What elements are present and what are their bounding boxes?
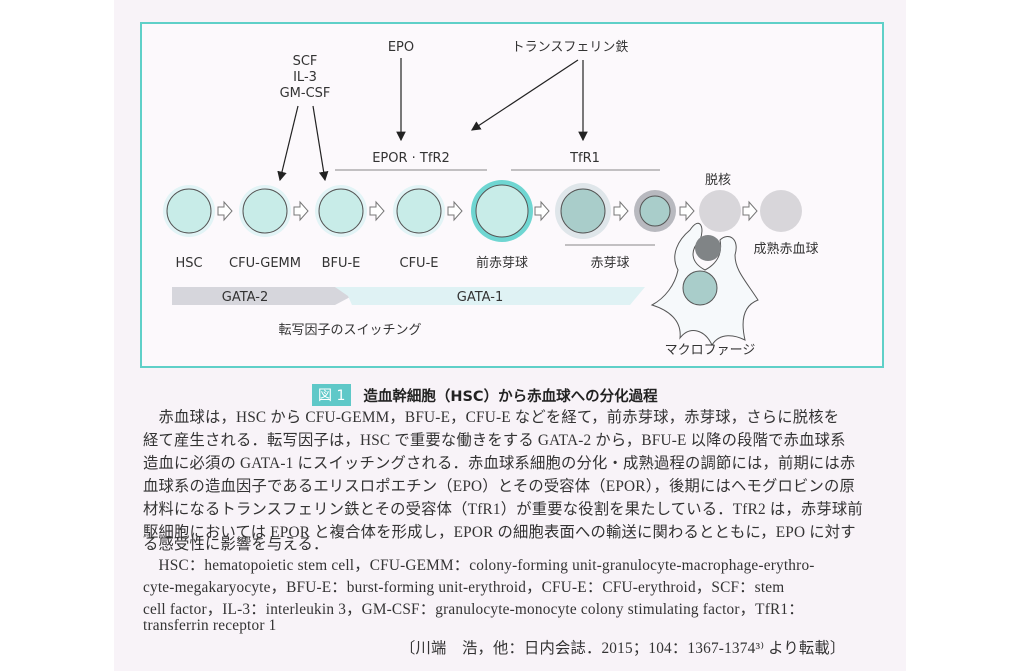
body-line: 材料になるトランスフェリン鉄とその受容体（TfR1）が重要な役割を果たしている．…: [143, 501, 863, 518]
label-macrophage: マクロファージ: [665, 343, 756, 358]
label-bfu-e: BFU-E: [322, 256, 361, 271]
macrophage-nucleus: [682, 270, 718, 306]
extruded-nucleus: [695, 235, 721, 261]
arrow-factor-bfue: [312, 105, 329, 182]
label-epo: EPO: [388, 40, 414, 55]
label-hsc: HSC: [175, 256, 202, 271]
body-line: 赤血球は，HSC から CFU-GEMM，BFU-E，CFU-E などを経て，前…: [143, 409, 840, 426]
label-gata2: GATA-2: [222, 290, 268, 305]
cells: [163, 180, 802, 242]
cell-proerythroblast: [475, 184, 529, 238]
label-transferrin: トランスフェリン鉄: [512, 40, 629, 55]
body-line: 造血に必須の GATA-1 にスイッチングされる．赤血球系細胞の分化・成熟過程の…: [143, 455, 856, 472]
abbrev-line: HSC：hematopoietic stem cell，CFU-GEMM：col…: [143, 557, 815, 574]
body-line: 血球系の造血因子であるエリスロポエチン（EPO）とその受容体（EPOR），後期に…: [143, 478, 856, 495]
abbrev-line: transferrin receptor 1: [143, 617, 277, 634]
body-line: 経て産生される．転写因子は，HSC で重要な働きをする GATA-2 から，BF…: [143, 432, 846, 449]
label-mature-rbc: 成熟赤血球: [753, 241, 818, 257]
figure-caption: 図 1 造血幹細胞（HSC）から赤血球への分化過程: [312, 384, 658, 406]
step-arrows: [217, 200, 758, 222]
cell-erythroblast: [560, 188, 606, 234]
factor-scf: SCF: [293, 54, 318, 69]
label-erythroblast: 赤芽球: [590, 256, 629, 271]
factor-il3: IL-3: [293, 70, 317, 85]
body-line: 駆細胞においては EPOR と複合体を形成し，EPOR の細胞表面への輸送に関わ…: [143, 524, 856, 541]
label-switching: 転写因子のスイッチング: [278, 323, 421, 338]
label-gata1: GATA-1: [457, 290, 503, 305]
label-proerythroblast: 前赤芽球: [476, 255, 528, 271]
cell-bfu-e: [318, 188, 364, 234]
cell-late-erythroblast: [639, 195, 671, 227]
label-cfu-gemm: CFU-GEMM: [229, 256, 301, 271]
label-cfu-e: CFU-E: [400, 256, 439, 271]
source-citation: 〔川端 浩，他：日内会誌．2015；104：1367-1374³⁾ より転載〕: [400, 640, 846, 657]
figure-number: 図 1: [312, 384, 352, 406]
cell-hsc: [166, 188, 212, 234]
cell-reticulocyte: [699, 190, 741, 232]
factor-gmcsf: GM-CSF: [280, 86, 331, 101]
arrows: [277, 58, 588, 182]
cell-cfu-gemm: [242, 188, 288, 234]
body-line: る感受性に影響を与える．: [143, 536, 329, 553]
abbrev-line: cell factor，IL-3：interleukin 3，GM-CSF：gr…: [143, 601, 804, 618]
arrow-transferrin-tfr2: [470, 59, 579, 131]
label-epor-tfr2: EPOR · TfR2: [372, 151, 450, 166]
gata1-bar: [335, 287, 645, 305]
arrow-factor-cfugemm: [277, 105, 299, 182]
cell-mature-rbc: [760, 190, 802, 232]
label-tfr1: TfR1: [569, 151, 600, 166]
cell-cfu-e: [396, 188, 442, 234]
figure-title: 造血幹細胞（HSC）から赤血球への分化過程: [363, 388, 658, 405]
abbrev-line: cyte-megakaryocyte，BFU-E：burst-forming u…: [143, 579, 785, 596]
label-enucleation: 脱核: [705, 173, 731, 188]
gata2-bar: [172, 287, 352, 305]
